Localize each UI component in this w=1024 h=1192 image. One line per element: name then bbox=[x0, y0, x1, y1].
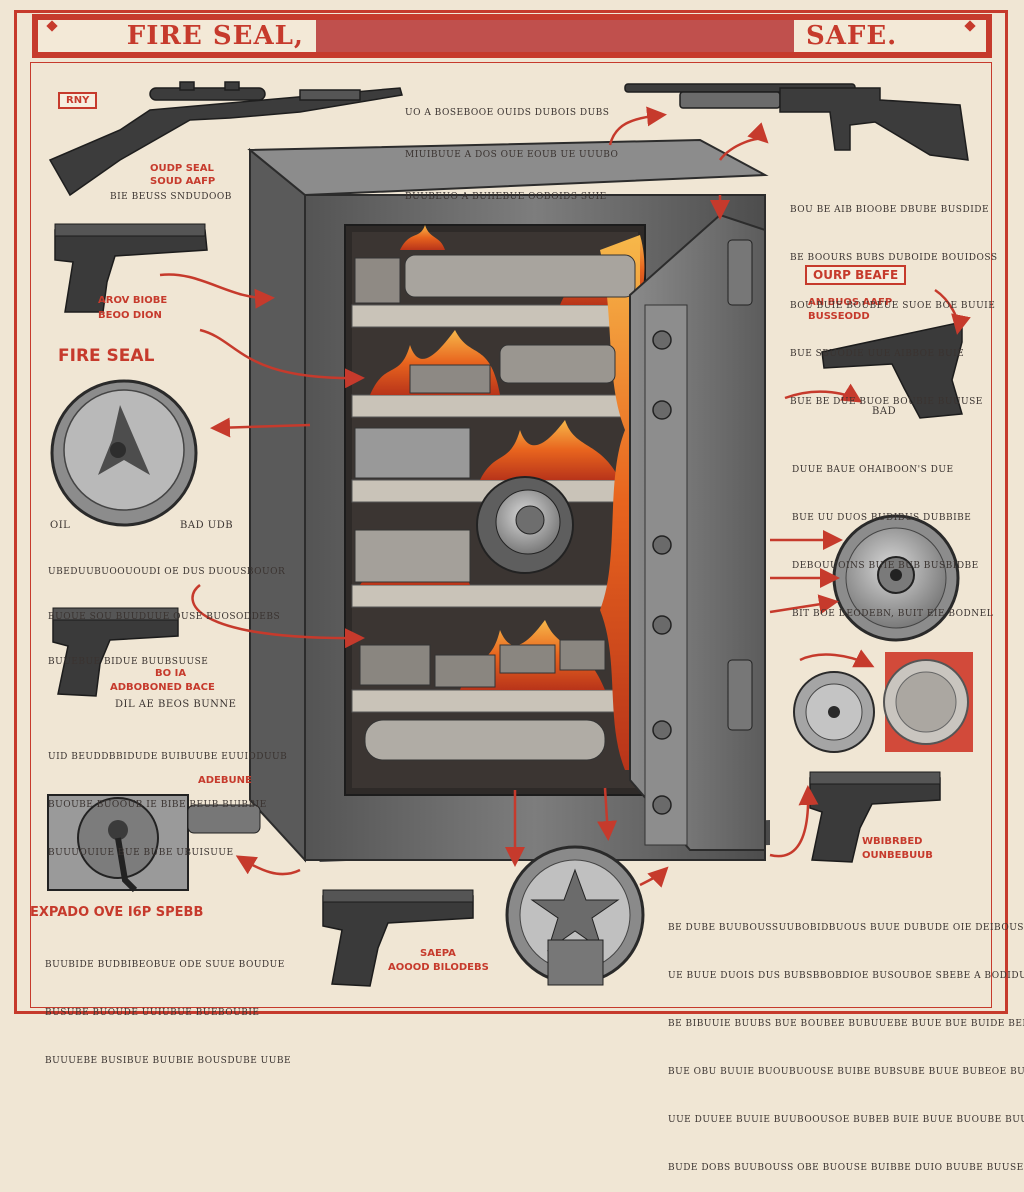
pistol-icon-4 bbox=[821, 321, 963, 419]
pistol-icon-5 bbox=[809, 771, 941, 863]
right-small: BAD bbox=[872, 406, 897, 417]
rifle-left-label-1: OUDP SEAL bbox=[150, 163, 214, 174]
bottom-center-label-2: AOOOD BILODEBS bbox=[388, 962, 489, 973]
paragraph-left-middle: UBEDUUBUOOUOUDI OE DUS DUOUSBOUOR BUOUE … bbox=[48, 567, 286, 667]
seal-medallion-icon bbox=[50, 379, 198, 527]
pistol-left-label-2: BEOO DION bbox=[98, 310, 162, 321]
pointer-arrows bbox=[159, 106, 971, 888]
coin-icons bbox=[793, 652, 973, 753]
rifle-left-label-2: SOUD AAFP bbox=[150, 176, 216, 187]
paragraph-bottom-left: BUUBIDE BUDBIBEOBUE ODE SUUE BOUDUE BUSU… bbox=[45, 960, 292, 1066]
mid-left-small-1: OIL bbox=[50, 520, 71, 531]
pistol-icon-2 bbox=[52, 607, 179, 697]
illustration bbox=[47, 81, 973, 987]
title-text: FIRE SEAL, SAFE. bbox=[36, 18, 988, 54]
title-banner: FIRE SEAL, SAFE. bbox=[32, 14, 992, 58]
top-left-tag: RNY bbox=[58, 92, 98, 109]
safe-top bbox=[247, 138, 769, 197]
bottom-right-label-2: OUNBEBUUB bbox=[862, 850, 933, 861]
paragraph-top-center: UO A BOSEBOOE OUIDS DUBOIS DUBS MIUIBUUE… bbox=[405, 108, 619, 202]
pistol2-label-3: DIL AE BEOS BUNNE bbox=[115, 699, 237, 710]
pistol-icon-3 bbox=[322, 889, 474, 987]
title-right: SAFE. bbox=[805, 21, 898, 51]
bottom-left-heading: EXPADO OVE I6P SPEBB bbox=[30, 905, 204, 920]
mid-left-small-2: BAD UDB bbox=[180, 520, 234, 531]
paragraph-left-lower: UID BEUDDBBIDUDE BUIBUUBE EUUIDDUUB BUOU… bbox=[48, 752, 288, 858]
right-label-2: BUSSEODD bbox=[808, 311, 870, 322]
title-left: FIRE SEAL, bbox=[126, 21, 304, 51]
pistol-icon bbox=[54, 223, 208, 313]
shotgun-icon bbox=[624, 83, 969, 161]
combination-dial-icon bbox=[832, 514, 960, 642]
rifle-left-sub: BIE BEUSS SNDUDOOB bbox=[110, 192, 232, 202]
safe-contents bbox=[354, 254, 636, 761]
hinge-top bbox=[727, 239, 753, 306]
title-redaction bbox=[315, 20, 794, 52]
pistol-left-label-1: AROV BIOBE bbox=[98, 295, 168, 306]
lower-left-label: ADEBUNE bbox=[198, 775, 252, 786]
fire-seal-label: FIRE SEAL bbox=[58, 346, 155, 366]
lock-mechanism-icon bbox=[47, 794, 261, 893]
right-label-1: AN BUOS AAFP bbox=[808, 297, 893, 308]
outer-frame bbox=[14, 10, 1008, 1014]
bottom-right-label-1: WBIBRBED bbox=[862, 836, 923, 847]
pistol2-label-2: ADBOBONED BACE bbox=[110, 682, 215, 693]
bottom-center-label-1: SAEPA bbox=[420, 948, 456, 959]
hinge-bottom bbox=[727, 659, 753, 731]
star-emblem-icon bbox=[505, 845, 645, 986]
paragraph-right-top: BOU BE AIB BIOOBE DBUBE BUSDIDE BE BOOUR… bbox=[790, 205, 998, 407]
safe-door bbox=[629, 213, 766, 851]
pistol2-label-1: BO IA bbox=[155, 668, 187, 679]
paragraph-right-middle: DUUE BAUE OHAIBOON'S DUE BUE UU DUOS BUD… bbox=[792, 465, 994, 619]
right-tag: OURP BEAFE bbox=[805, 265, 907, 285]
rifle-icon bbox=[48, 81, 403, 197]
paragraph-bottom-right: BE DUBE BUUBOUSSUUBOBIDBUOUS BUUE DUBUDE… bbox=[668, 923, 1024, 1173]
inner-frame bbox=[30, 62, 992, 1008]
